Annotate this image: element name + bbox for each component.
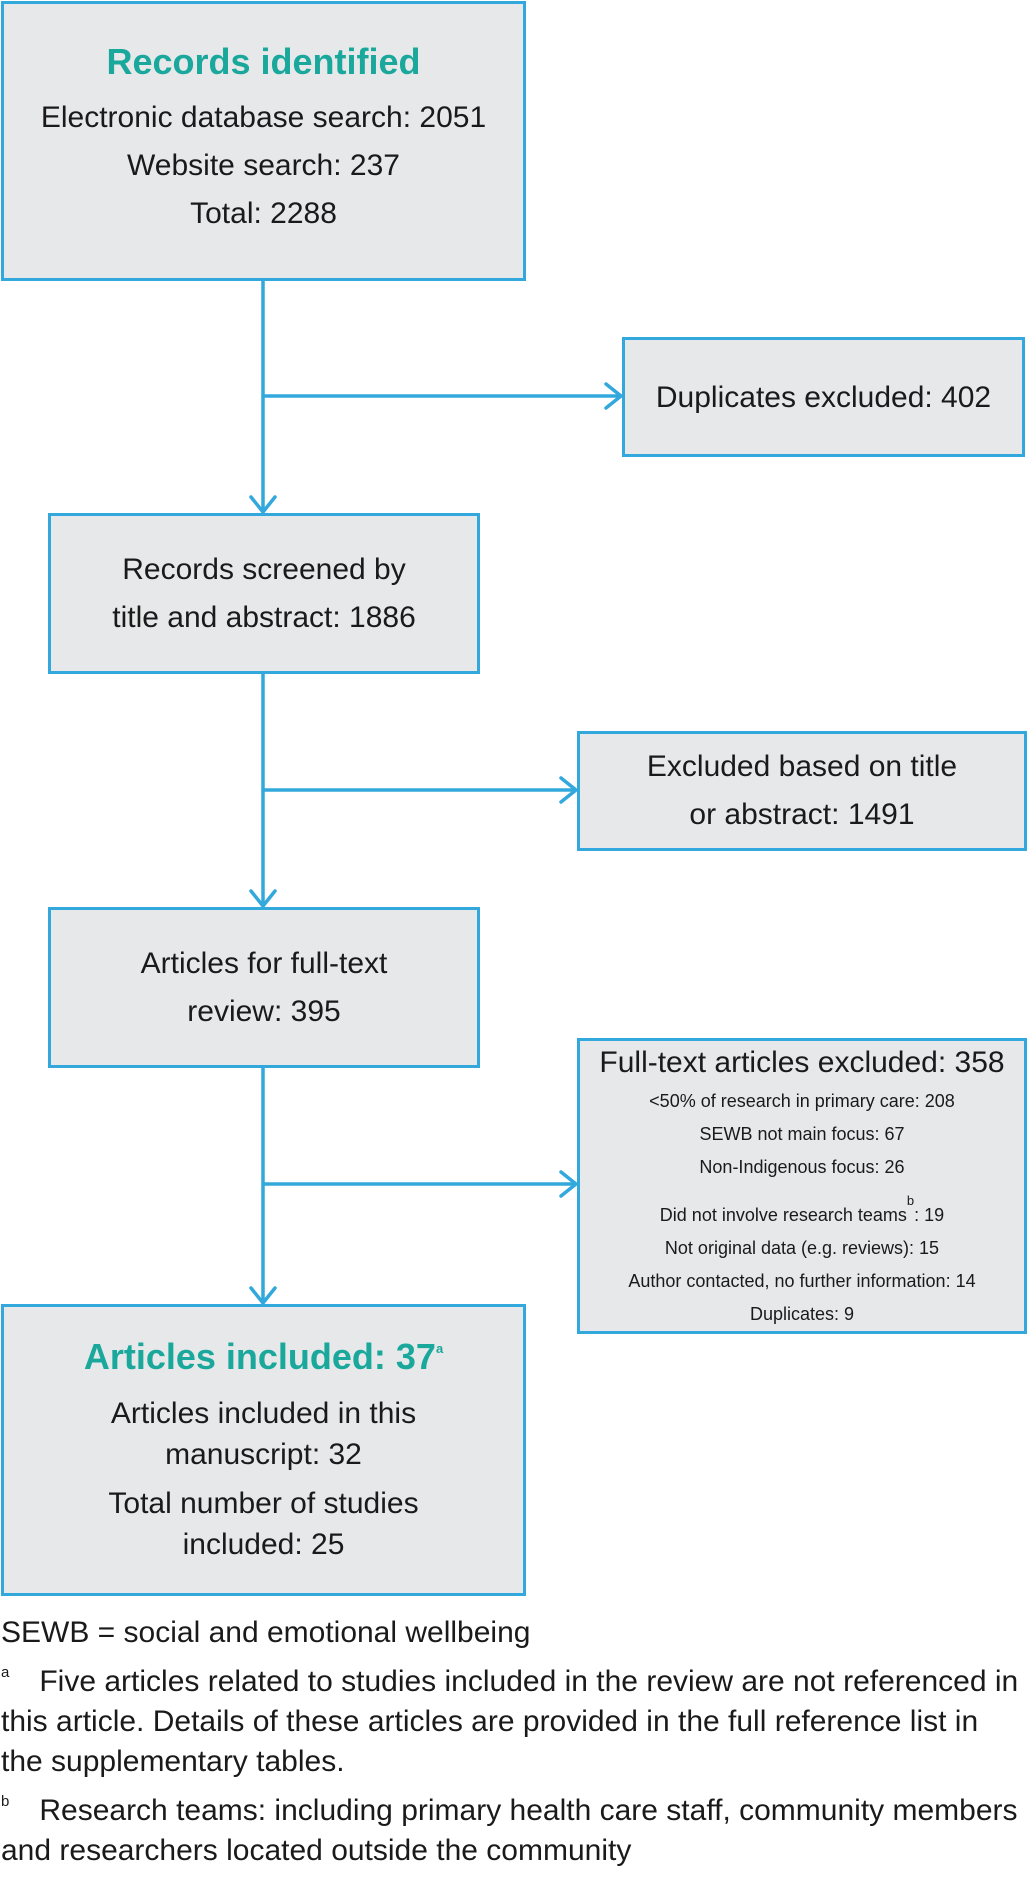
arrowhead-duplicates — [604, 382, 623, 410]
exclusion-reason: <50% of research in primary care: 208 — [649, 1091, 955, 1111]
articles-included-line-4: included: 25 — [182, 1527, 345, 1561]
exclusion-reason: Not original data (e.g. reviews): 15 — [664, 1238, 940, 1258]
records-identified-line-1: Electronic database search: 2051 — [40, 100, 487, 134]
articles-included-line-2: manuscript: 32 — [165, 1437, 362, 1471]
articles-included-line-1: Articles included in this — [110, 1396, 417, 1430]
full-text-review-line-1: Articles for full-text — [140, 946, 388, 980]
exclusion-reason: Non-Indigenous focus: 26 — [699, 1157, 905, 1177]
records-screened-box: Records screened by title and abstract: … — [48, 513, 480, 674]
full-text-excluded-title: Full-text articles excluded: 358 — [599, 1046, 1005, 1079]
duplicates-excluded-text: Duplicates excluded: 402 — [655, 380, 992, 414]
full-text-review-line-2: review: 395 — [187, 994, 341, 1028]
footnote-marker-a: a — [435, 1341, 444, 1357]
excluded-title-line-1: Excluded based on title — [646, 750, 958, 783]
footnote-b-marker: b — [1, 1793, 10, 1810]
footnote-marker-b: b — [906, 1193, 915, 1208]
duplicates-excluded-box: Duplicates excluded: 402 — [622, 337, 1025, 457]
records-screened-line-1: Records screened by — [122, 552, 406, 586]
exclusion-reason-count: : 19 — [914, 1205, 945, 1225]
articles-included-title-text: Articles included: 37 — [83, 1336, 436, 1378]
articles-included-line-3: Total number of studies — [108, 1486, 419, 1520]
excluded-title-abstract-box: Excluded based on title or abstract: 149… — [577, 731, 1027, 851]
records-identified-title: Records identified — [106, 41, 421, 83]
footnote-a-marker: a — [1, 1664, 10, 1681]
arrowhead-fulltext — [249, 889, 277, 908]
records-screened-line-2: title and abstract: 1886 — [112, 600, 416, 634]
exclusion-reason: Duplicates: 9 — [749, 1304, 855, 1324]
footnote-b-text: Research teams: including primary health… — [1, 1794, 1018, 1867]
footnote-abbreviation: SEWB = social and emotional wellbeing — [1, 1616, 531, 1649]
arrowhead-excluded-title — [559, 776, 578, 804]
arrowhead-fulltext-excluded — [559, 1170, 578, 1198]
exclusion-reason: Did not involve research teamsb: 19 — [660, 1184, 944, 1232]
full-text-review-box: Articles for full-text review: 395 — [48, 907, 480, 1068]
exclusion-reason: Author contacted, no further information… — [628, 1271, 976, 1291]
exclusion-reason-text: Did not involve research teams — [659, 1205, 907, 1225]
records-identified-line-3: Total: 2288 — [190, 196, 337, 230]
footnote-a-text: Five articles related to studies include… — [1, 1665, 1019, 1778]
full-text-excluded-box: Full-text articles excluded: 358 <50% of… — [577, 1038, 1027, 1334]
records-identified-box: Records identified Electronic database s… — [1, 1, 526, 281]
excluded-title-line-2: or abstract: 1491 — [689, 798, 915, 831]
arrowhead-screened — [249, 495, 277, 514]
articles-included-title: Articles included: 37a — [84, 1335, 443, 1378]
records-identified-line-2: Website search: 237 — [127, 148, 400, 182]
articles-included-box: Articles included: 37a Articles included… — [1, 1304, 526, 1596]
exclusion-reason: SEWB not main focus: 67 — [699, 1124, 905, 1144]
arrowhead-included — [249, 1286, 277, 1305]
